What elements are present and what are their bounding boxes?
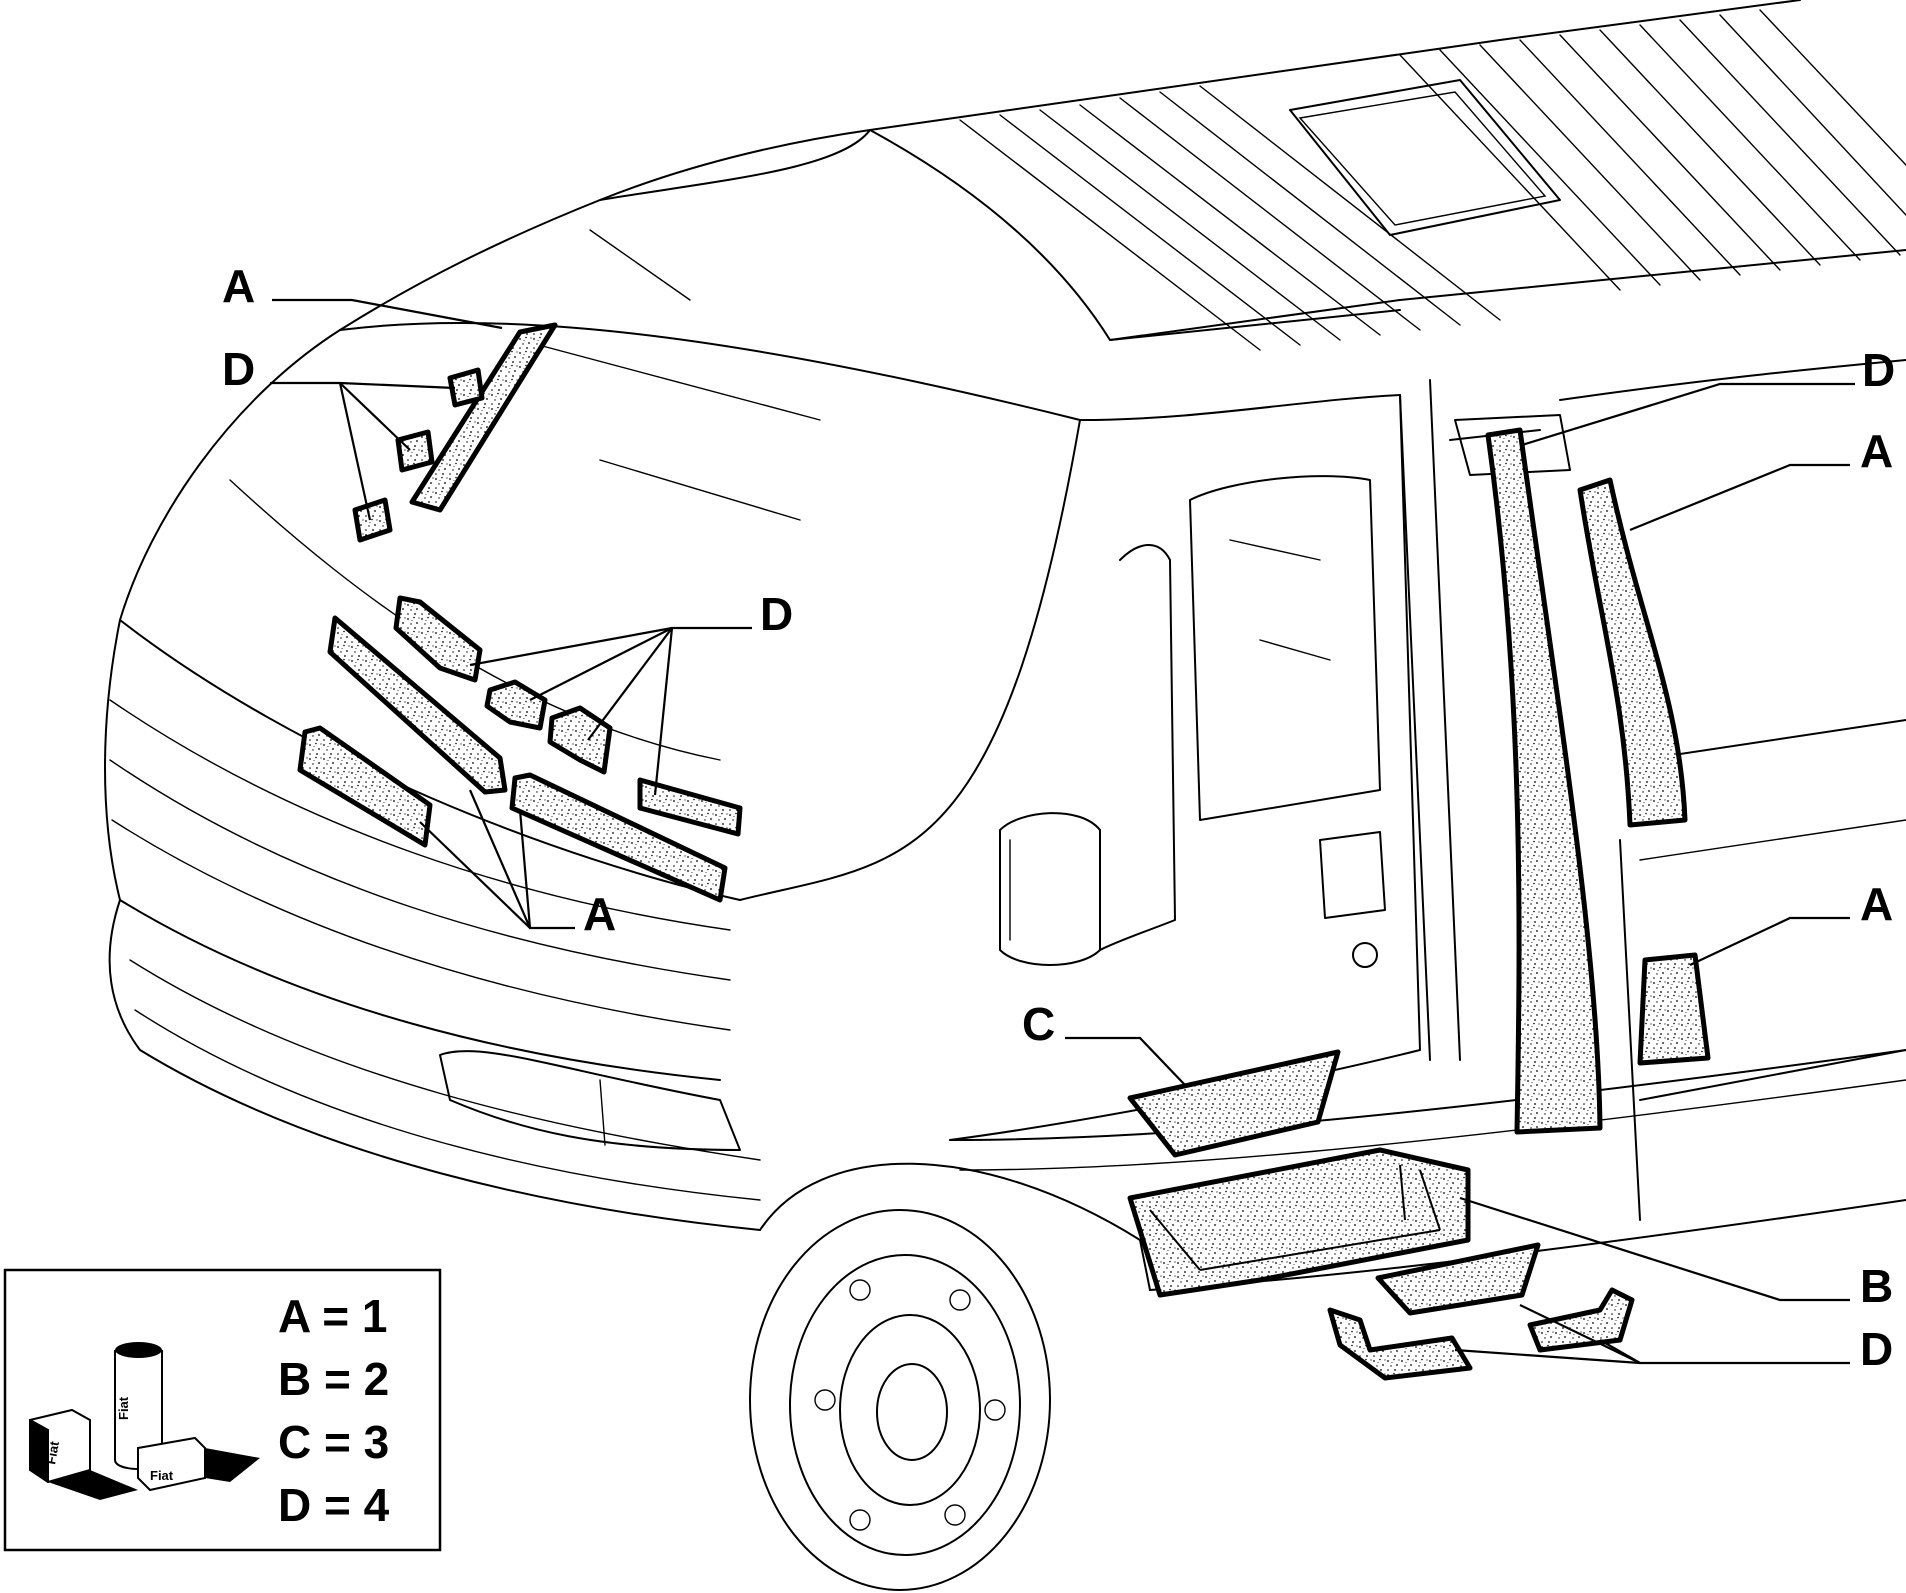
fiat-product-icon: Fiat Fiat Fiat: [29, 1342, 260, 1500]
pad-a-dash-2: [297, 725, 433, 848]
headlight: [439, 1050, 741, 1151]
sliding-door-window: [1454, 414, 1571, 476]
pad-d-pillar-1: [447, 367, 485, 408]
pad-d-step-3: [1527, 1287, 1635, 1353]
pad-d-dash-1: [393, 595, 483, 683]
front-door: [949, 394, 1421, 1141]
legend-entry-d: D = 4: [278, 1479, 390, 1531]
door-window: [1189, 475, 1381, 821]
side-mirror: [999, 812, 1101, 966]
pad-a-windshield-pillar: [409, 322, 558, 513]
pad-b-step-well: [1127, 1147, 1471, 1298]
callout-d-windshield-pillar: D: [222, 343, 255, 395]
callout-a-rear-pillar: A: [1860, 425, 1893, 477]
legend-entry-b: B = 2: [278, 1353, 389, 1405]
roof-ribs: [959, 9, 1906, 351]
wheel-arch: [759, 1162, 1151, 1291]
callout-labels: A D D A C D A A B D: [222, 260, 1895, 1375]
pad-d-step-2: [1327, 1307, 1473, 1381]
pad-d-pillar-3: [352, 497, 393, 543]
pad-a-dash-3: [509, 772, 728, 903]
callout-d-step-pieces: D: [1860, 1323, 1893, 1375]
door-handle: [1319, 831, 1386, 919]
pad-c-door-pocket: [1127, 1049, 1341, 1158]
callout-d-dashboard: D: [760, 588, 793, 640]
pad-d-pillar-2: [395, 429, 435, 473]
callout-c-door-pocket: C: [1022, 998, 1055, 1050]
pad-a-rear-pillar: [1577, 477, 1688, 828]
pad-a-side-panel: [1637, 952, 1711, 1066]
callout-d-rear-pillar: D: [1862, 344, 1895, 396]
brand-label-can: Fiat: [116, 1396, 131, 1420]
pad-d-dash-4: [637, 777, 743, 837]
pad-d-rear-pillar: [1485, 427, 1603, 1135]
legend-box: Fiat Fiat Fiat A = 1 B = 2 C = 3 D = 4: [3, 1268, 442, 1552]
leader-lines: [270, 298, 1855, 1365]
pad-a-dash-1: [327, 615, 508, 795]
callout-b-step-well: B: [1860, 1260, 1893, 1312]
roof-hatch: [1289, 79, 1561, 236]
insulation-pads: [297, 322, 1711, 1381]
pad-d-dash-2: [484, 679, 548, 731]
legend-entry-a: A = 1: [278, 1290, 388, 1342]
van-outline: [104, 0, 1906, 1591]
brand-label-box: Fiat: [43, 1439, 62, 1465]
front-wheel: [749, 1209, 1051, 1591]
callout-a-side-panel: A: [1860, 878, 1893, 930]
legend-entry-c: C = 3: [278, 1416, 389, 1468]
callout-a-dashboard: A: [583, 888, 616, 940]
windshield: [339, 129, 871, 331]
callout-a-windshield-pillar: A: [222, 260, 255, 312]
brand-label-small-box: Fiat: [150, 1468, 174, 1483]
front-grille: [104, 619, 721, 1081]
pad-d-dash-3: [547, 705, 613, 775]
hood: [119, 329, 341, 621]
pad-d-step-1: [1375, 1242, 1541, 1316]
